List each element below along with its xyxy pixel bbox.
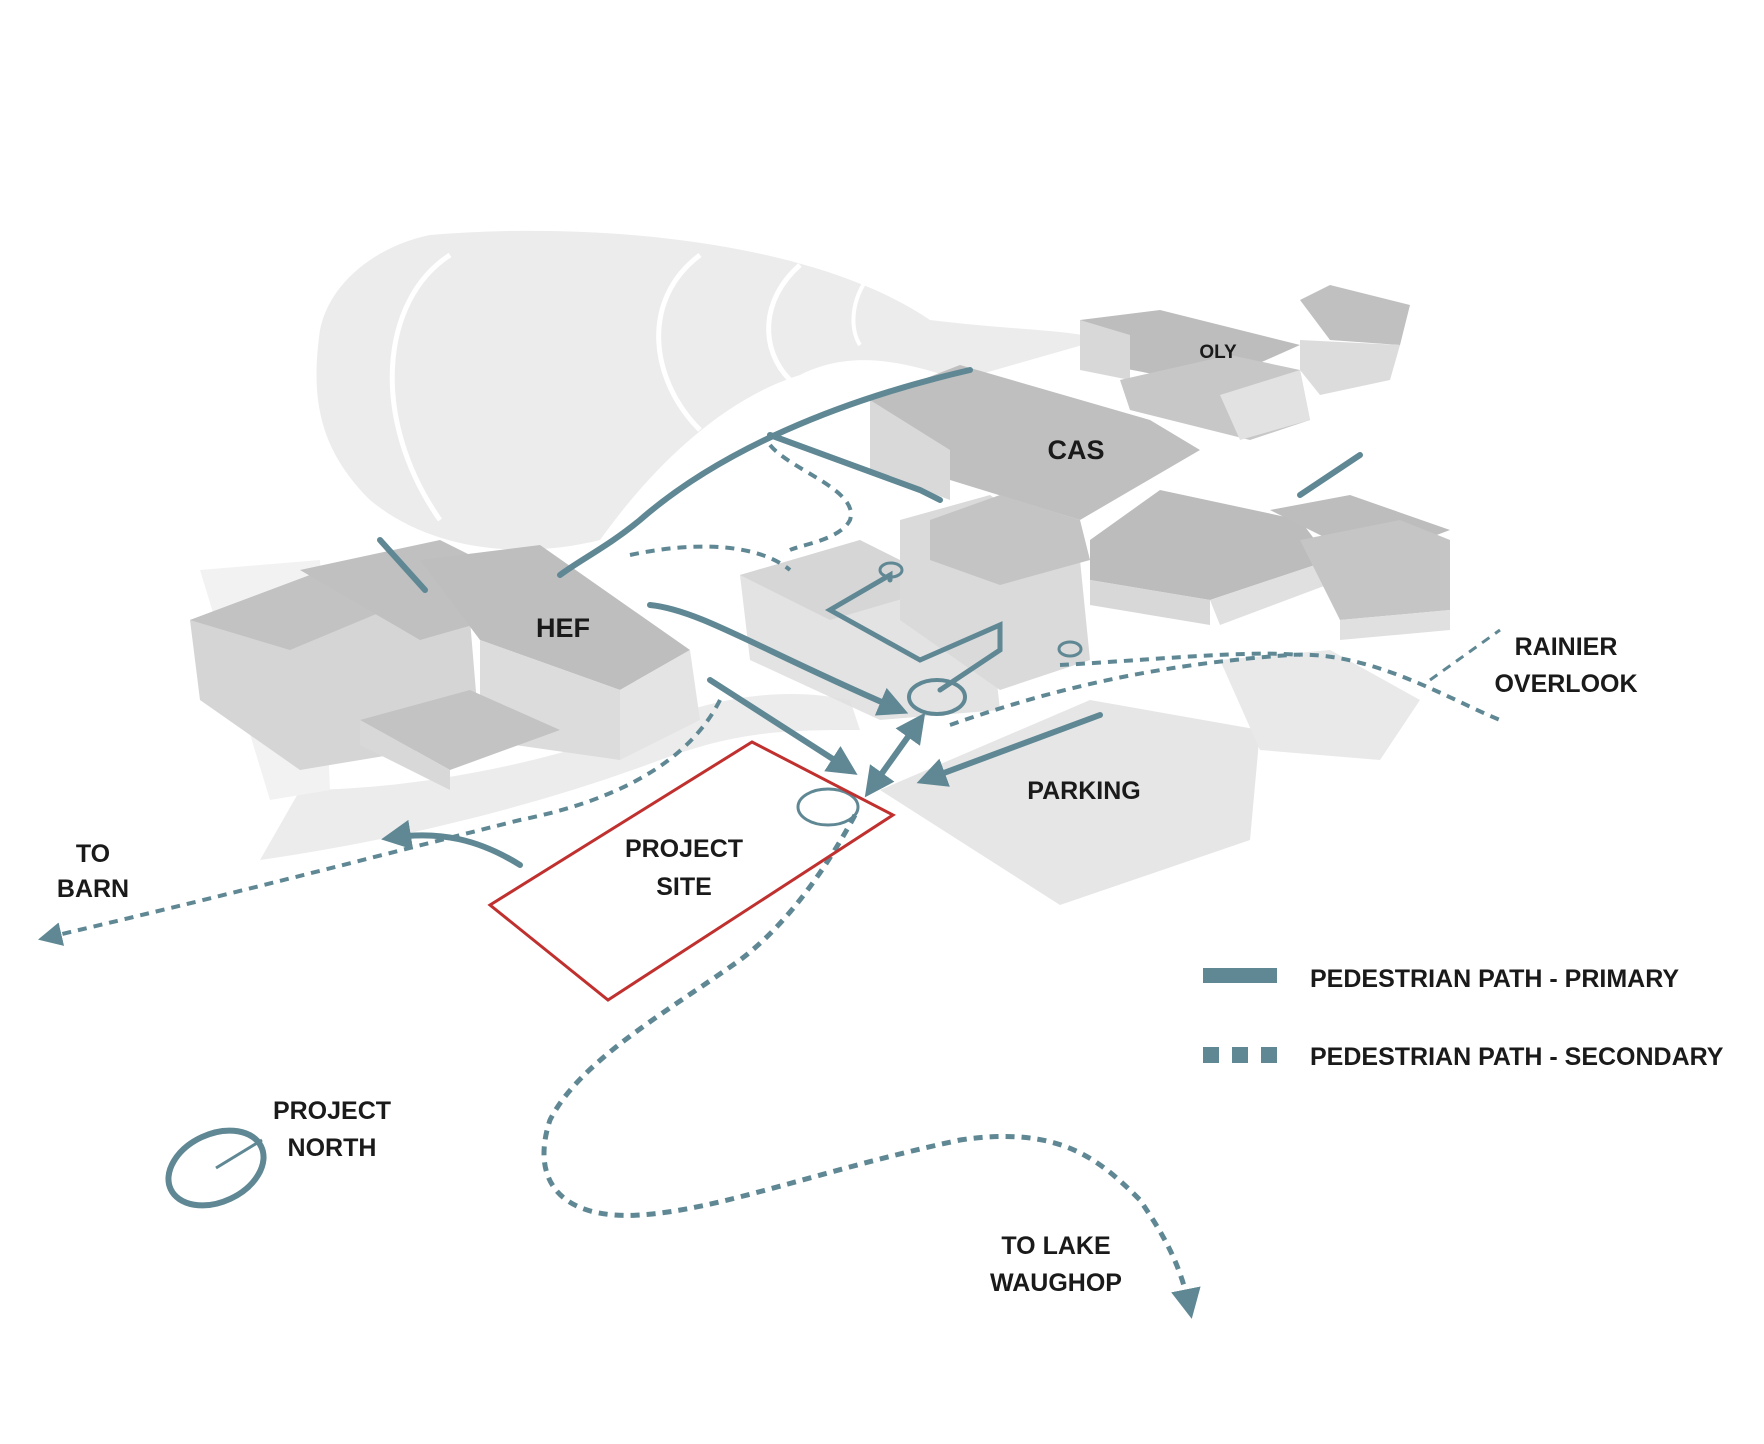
secondary-path-to-lake (541, 813, 1201, 1319)
primary-path-east-cas (1297, 452, 1363, 498)
map-labels: HEF CAS OLY PARKING PROJECT SITE TO BARN… (57, 342, 1638, 1297)
courtyard-node (878, 561, 904, 579)
primary-path-north-branch (767, 432, 943, 503)
upper-parking-arena (316, 230, 1100, 550)
plaza-nodes (796, 561, 1083, 827)
upper-parking-aisle-1 (389, 252, 452, 522)
primary-paths (377, 367, 1363, 868)
ground-context (200, 230, 1420, 905)
label-project-site-line2: SITE (656, 873, 712, 901)
label-rainier-line2: OVERLOOK (1494, 670, 1637, 698)
label-oly: OLY (1199, 342, 1237, 363)
east-field (1220, 650, 1420, 760)
east-node (1057, 640, 1083, 658)
parking-lot (880, 700, 1260, 905)
primary-path-to-plaza (647, 602, 909, 716)
north-circle-icon (165, 1127, 267, 1209)
label-parking: PARKING (1027, 777, 1140, 805)
label-lake-line1: TO LAKE (1001, 1232, 1110, 1260)
legend-secondary-swatch-2 (1232, 1047, 1248, 1063)
site-entry-node (796, 787, 860, 827)
label-project-site-line1: PROJECT (625, 835, 743, 863)
upper-parking-aisle-3 (766, 263, 802, 382)
buildings (190, 285, 1450, 790)
project-north-indicator (165, 1127, 267, 1209)
primary-path-hef-connector (377, 537, 428, 593)
upper-parking-aisle-4 (851, 273, 872, 347)
primary-path-parking (916, 712, 1103, 787)
project-site-boundary (487, 740, 896, 1002)
secondary-path-to-rainier (949, 652, 1501, 727)
legend-secondary-swatch-1 (1203, 1047, 1219, 1063)
legend: PEDESTRIAN PATH - PRIMARY PEDESTRIAN PAT… (1203, 965, 1724, 1071)
legend-secondary-swatch-3 (1261, 1047, 1277, 1063)
primary-path-to-barn-arc (381, 819, 523, 868)
perimeter-road (260, 694, 860, 860)
label-lake-line2: WAUGHOP (990, 1269, 1122, 1297)
secondary-path-east-arc (1059, 651, 1301, 667)
label-north-line2: NORTH (288, 1134, 377, 1162)
legend-primary-label: PEDESTRIAN PATH - PRIMARY (1310, 965, 1679, 993)
label-cas: CAS (1047, 435, 1104, 465)
secondary-paths (37, 443, 1501, 1319)
secondary-path-west-arc (629, 544, 792, 572)
primary-path-interior (824, 570, 1003, 693)
building-cas (870, 365, 1450, 640)
secondary-path-north-loop (768, 443, 853, 552)
building-oly (1080, 285, 1410, 440)
north-pointer-icon (215, 1138, 263, 1170)
legend-primary-swatch (1203, 968, 1277, 983)
upper-parking-aisle-2 (656, 253, 702, 432)
label-rainier-line1: RAINIER (1515, 633, 1618, 661)
primary-path-hef-south (707, 677, 858, 775)
label-to-barn-line1: TO (76, 840, 110, 868)
legend-secondary-label: PEDESTRIAN PATH - SECONDARY (1310, 1043, 1724, 1071)
main-plaza-node (907, 678, 967, 716)
label-to-barn-line2: BARN (57, 875, 129, 903)
building-hef (190, 540, 700, 790)
label-north-line1: PROJECT (273, 1097, 391, 1125)
primary-path-north-curve (557, 367, 973, 578)
secondary-path-rainier-spur (1429, 628, 1501, 682)
label-hef: HEF (536, 613, 590, 643)
primary-path-link-bridge (864, 712, 926, 798)
secondary-path-to-barn (37, 699, 722, 946)
